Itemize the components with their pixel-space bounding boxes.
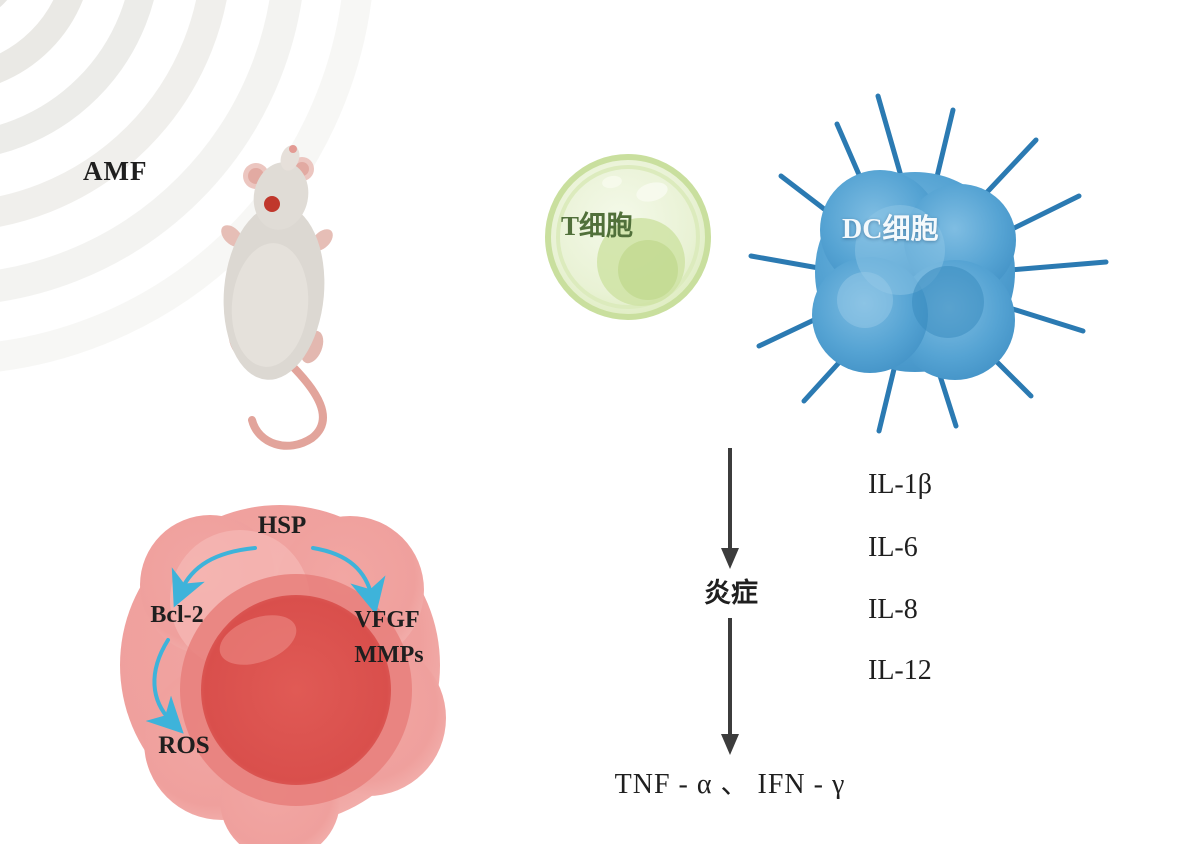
- cytokine-il6-label: IL-6: [868, 532, 918, 563]
- dc-cell-label: DC细胞: [842, 214, 939, 245]
- down-arrow-2-icon: [721, 618, 739, 755]
- mmps-label: MMPs: [354, 642, 424, 668]
- mouse-icon: [221, 145, 333, 450]
- cyan-pathway-arrows-icon: [145, 546, 386, 734]
- t-cell-icon: [545, 154, 711, 320]
- vfgf-label: VFGF: [354, 607, 420, 633]
- ros-label: ROS: [158, 732, 210, 759]
- tumor-cell-icon: [120, 505, 446, 844]
- tnf-ifn-label: TNF - α 、 IFN - γ: [614, 769, 846, 800]
- bcl2-label: Bcl-2: [150, 602, 204, 628]
- inflammation-label: 炎症: [704, 578, 758, 608]
- down-arrow-1-icon: [721, 448, 739, 569]
- hsp-label: HSP: [257, 512, 307, 539]
- cytokine-il8-label: IL-8: [868, 594, 918, 625]
- dc-cell-icon: [748, 93, 1109, 434]
- t-cell-label: T细胞: [561, 211, 634, 241]
- amf-label: AMF: [83, 156, 148, 186]
- cytokine-il12-label: IL-12: [868, 655, 932, 686]
- cytokine-il1b-label: IL-1β: [868, 469, 932, 500]
